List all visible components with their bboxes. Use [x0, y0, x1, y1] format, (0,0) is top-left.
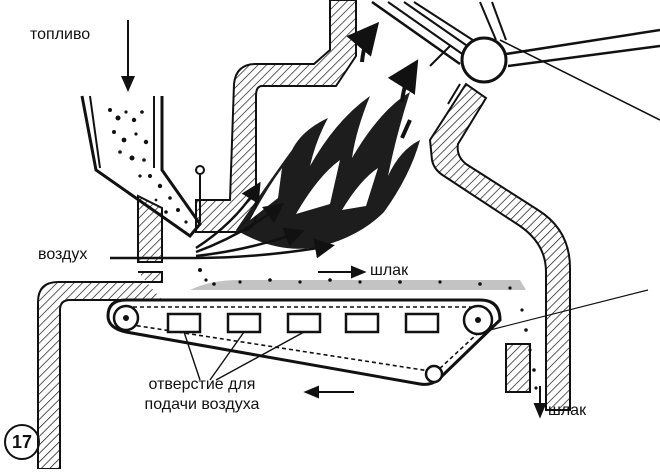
fuel-label: топливо [30, 26, 91, 43]
boiler-tubes [371, 0, 660, 121]
air-jets [110, 181, 335, 260]
rear-wall [428, 82, 571, 411]
air-holes-label-line2: подачи воздуха [144, 396, 260, 413]
fuel-layer [190, 268, 538, 390]
slag-arrows [303, 265, 547, 419]
fuel-hopper [80, 95, 202, 239]
front-wall [37, 194, 163, 470]
leader-line [489, 289, 649, 331]
air-boxes [166, 312, 440, 334]
idler-roller [424, 364, 444, 384]
air-holes-label-line1: отверстие для [148, 376, 256, 393]
slag-bottom-label: шлак [548, 402, 587, 419]
chain-grate [106, 298, 502, 386]
flame [236, 92, 420, 249]
fuel-arrow [121, 20, 135, 92]
figure-number-badge: 17 [4, 424, 40, 460]
air-holes-leaders [183, 331, 305, 381]
slag-top-label: шлак [370, 262, 409, 279]
boiler-drum [460, 36, 508, 84]
air-label: воздух [38, 246, 88, 263]
